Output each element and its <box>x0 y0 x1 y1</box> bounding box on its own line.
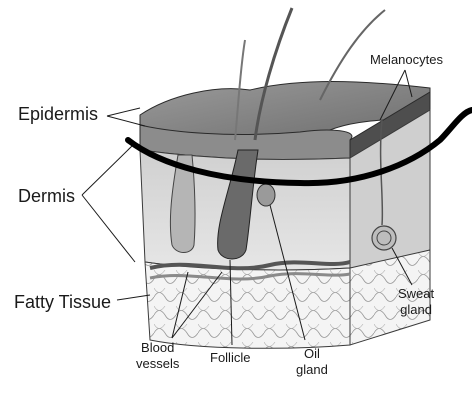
label-follicle: Follicle <box>210 350 250 366</box>
label-blood-vessels-line1: Blood <box>136 340 179 356</box>
label-melanocytes: Melanocytes <box>370 52 443 68</box>
label-oil-gland: Oil gland <box>296 346 328 378</box>
label-sweat-gland: Sweat gland <box>398 286 434 318</box>
label-dermis: Dermis <box>18 186 75 207</box>
label-epidermis: Epidermis <box>18 104 98 125</box>
label-oil-gland-line1: Oil <box>296 346 328 362</box>
label-fatty-tissue: Fatty Tissue <box>14 292 111 313</box>
sweat-gland-coil <box>372 226 396 250</box>
label-oil-gland-line2: gland <box>296 362 328 378</box>
label-blood-vessels-line2: vessels <box>136 356 179 372</box>
label-sweat-gland-line1: Sweat <box>398 286 434 302</box>
label-sweat-gland-line2: gland <box>398 302 434 318</box>
oil-gland <box>257 184 275 206</box>
label-blood-vessels: Blood vessels <box>136 340 179 372</box>
